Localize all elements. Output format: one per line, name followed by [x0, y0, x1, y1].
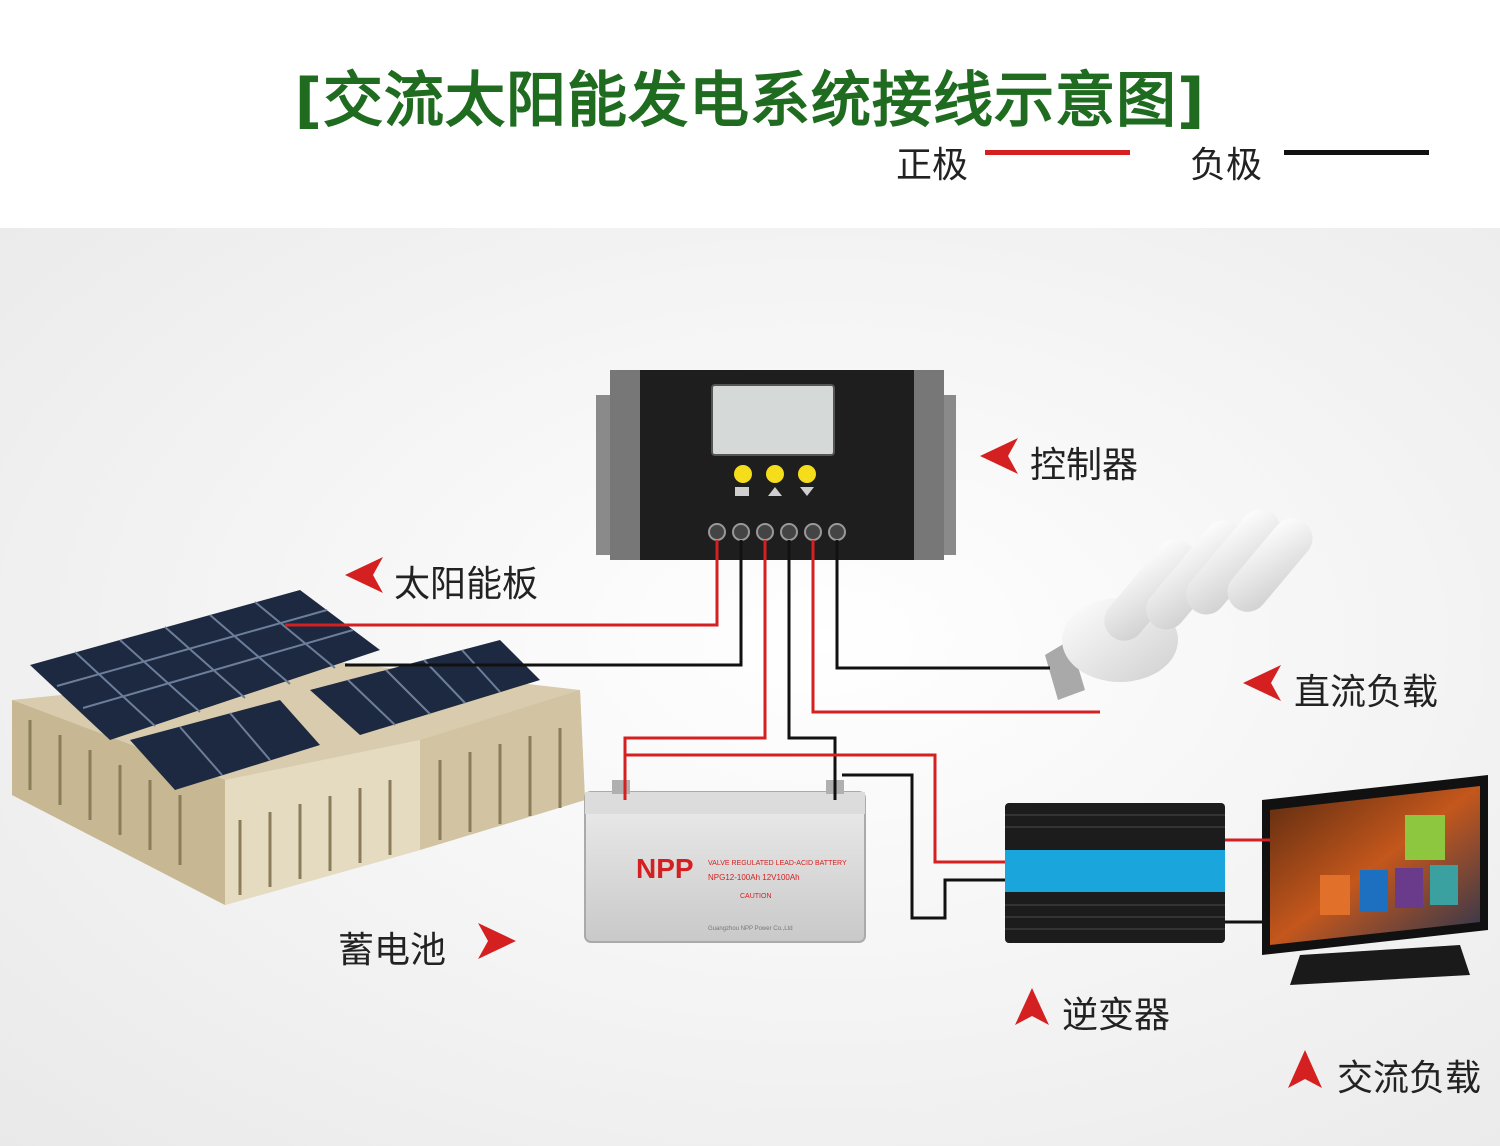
controller-label: 控制器 [1030, 445, 1139, 486]
legend-negative-label: 负极 [1190, 145, 1263, 186]
page-title: [交流太阳能发电系统接线示意图] [294, 66, 1206, 136]
wire-dc-load-negative [835, 540, 1050, 670]
wire-solar-negative [345, 540, 743, 667]
legend-negative-line [1284, 150, 1429, 155]
battery-caution: CAUTION [740, 893, 772, 900]
inverter-label: 逆变器 [1062, 995, 1171, 1036]
wire-battery-positive [623, 540, 767, 800]
arrow-solar-panel-icon [345, 557, 383, 593]
solar-panel-label: 太阳能板 [394, 564, 539, 605]
tv-illustration [1262, 775, 1488, 985]
dc-load-bulb-illustration [1045, 509, 1313, 700]
arrow-ac-load-icon [1288, 1050, 1322, 1088]
battery-model: NPG12-100Ah 12V100Ah [708, 873, 800, 882]
building-illustration [12, 590, 585, 905]
arrow-inverter-icon [1015, 988, 1049, 1025]
legend-positive-line [985, 150, 1130, 155]
arrow-battery-icon [478, 923, 516, 959]
wire-inverter-positive [625, 753, 1005, 864]
battery-header: VALVE REGULATED LEAD-ACID BATTERY [708, 860, 847, 867]
battery-illustration: NPP VALVE REGULATED LEAD-ACID BATTERY NP… [584, 780, 866, 943]
wiring [285, 540, 1270, 924]
battery-footer: Guangzhou NPP Power Co.,Ltd [708, 926, 793, 932]
battery-label: 蓄电池 [338, 930, 447, 971]
arrow-controller-icon [980, 438, 1018, 474]
legend-positive-label: 正极 [896, 145, 969, 186]
arrow-dc-load-icon [1243, 665, 1281, 701]
wire-solar-positive [285, 540, 719, 627]
dc-load-label: 直流负载 [1294, 672, 1439, 713]
wire-dc-load-positive [811, 540, 1100, 714]
ac-load-label: 交流负载 [1337, 1058, 1482, 1099]
battery-brand: NPP [636, 853, 694, 884]
inverter-illustration [1005, 803, 1225, 943]
wire-battery-negative [787, 540, 837, 800]
controller-illustration [596, 370, 956, 560]
wire-inverter-negative [842, 773, 1005, 920]
